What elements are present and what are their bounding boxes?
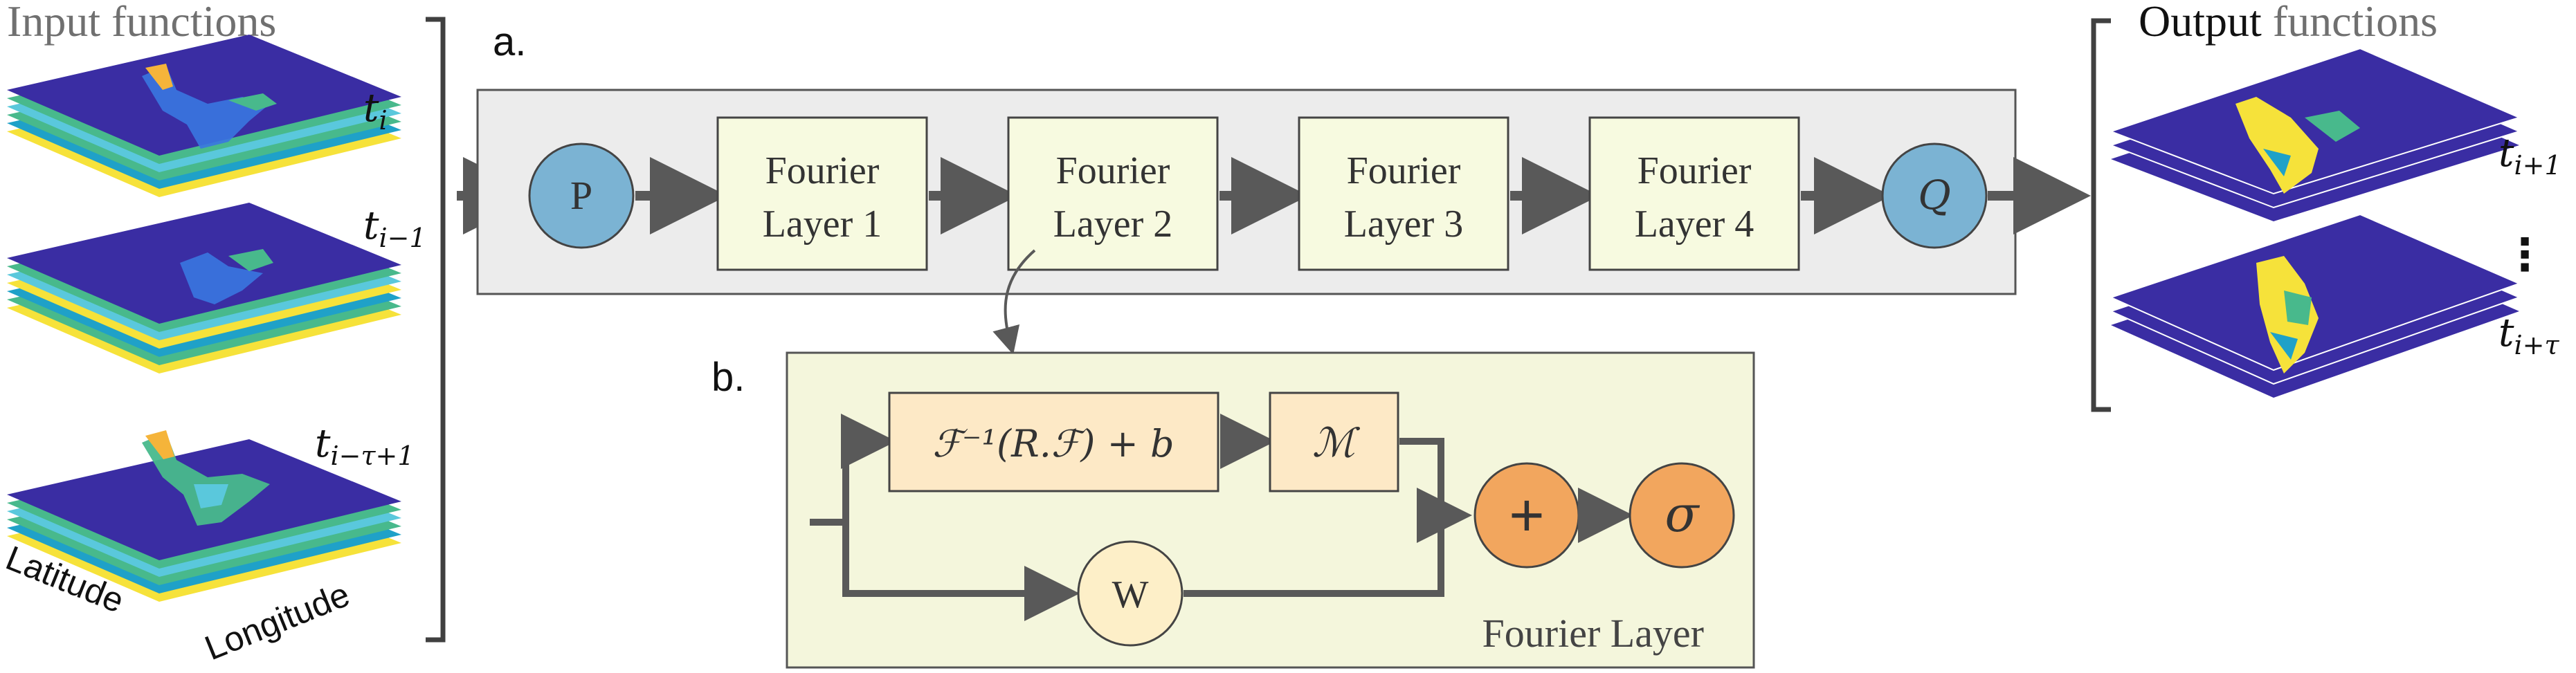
- connector-layer2-to-panel-b: [992, 249, 1036, 355]
- fourier-layer-4: Fourier Layer 4: [1588, 116, 1800, 271]
- svg-text:ti+1: ti+1: [2498, 131, 2561, 181]
- label-t-i: ti: [363, 86, 388, 136]
- node-sigma: σ: [1629, 462, 1735, 569]
- panel-b-label: b.: [711, 355, 745, 400]
- node-q: [1881, 142, 1988, 249]
- output-functions: Output functions ti+1 ⋮ ti+τ: [2091, 0, 2561, 412]
- panel-b-caption: Fourier Layer: [1482, 611, 1704, 656]
- svg-text:W: W: [1112, 573, 1149, 616]
- svg-text:Fourier: Fourier: [765, 149, 880, 192]
- label-t-i-minus-tau-plus-1: ti−τ+1: [315, 421, 415, 471]
- node-plus: +: [1473, 462, 1580, 569]
- arrow-w-to-plus: [1183, 517, 1444, 597]
- node-p-label: P: [570, 173, 592, 218]
- svg-text:Fourier: Fourier: [1056, 149, 1170, 192]
- spectral-operator-box: ℱ⁻¹(R.ℱ) + b: [888, 391, 1219, 492]
- panel-a-label: a.: [493, 19, 526, 64]
- output-bracket: [2091, 18, 2111, 412]
- panel-a: a. P Fourier Layer 1 Fourier Layer 2 Fou…: [476, 19, 2017, 295]
- svg-text:ti−τ+1: ti−τ+1: [315, 421, 415, 471]
- svg-text:σ: σ: [1665, 485, 1700, 543]
- svg-text:ti+τ: ti+τ: [2498, 311, 2560, 360]
- input-stack-t-i-minus-tau-plus-1: [7, 430, 401, 602]
- label-t-i-plus-1: ti+1: [2498, 131, 2561, 181]
- m-operator-box: ℳ: [1269, 391, 1399, 492]
- output-functions-title: Output functions: [2139, 0, 2438, 46]
- axis-longitude: Longitude: [199, 575, 355, 667]
- node-p: [528, 142, 635, 249]
- svg-text:Fourier: Fourier: [1347, 149, 1461, 192]
- fourier-layer-1: Fourier Layer 1: [716, 116, 928, 271]
- arrow-m-to-plus: [1399, 438, 1472, 543]
- input-bracket: [426, 17, 446, 643]
- panel-b: b. ℱ⁻¹(R.ℱ) + b ℳ W + σ Fouri: [711, 351, 1755, 669]
- svg-text:ti: ti: [363, 86, 388, 136]
- input-functions-title: Input functions: [7, 0, 276, 46]
- node-w: W: [1077, 540, 1183, 647]
- svg-text:ti−1: ti−1: [363, 203, 426, 253]
- svg-text:ℱ⁻¹(R.ℱ) + b: ℱ⁻¹(R.ℱ) + b: [932, 422, 1174, 465]
- output-stack-t-i-plus-tau: [2109, 213, 2521, 398]
- svg-text:Layer 2: Layer 2: [1053, 203, 1173, 246]
- svg-text:Layer 3: Layer 3: [1344, 203, 1464, 246]
- input-stack-t-i: [7, 35, 401, 197]
- svg-text:Layer 1: Layer 1: [763, 203, 882, 246]
- svg-text:Layer 4: Layer 4: [1635, 203, 1754, 246]
- fourier-layer-2: Fourier Layer 2: [1007, 116, 1219, 271]
- output-ellipsis: ⋮: [2503, 230, 2547, 279]
- svg-text:ℳ: ℳ: [1312, 419, 1361, 466]
- svg-text:Fourier: Fourier: [1638, 149, 1752, 192]
- label-t-i-minus-1: ti−1: [363, 203, 426, 253]
- input-functions: Input functions ti: [1, 0, 446, 667]
- branch-upper: [841, 414, 896, 522]
- label-t-i-plus-tau: ti+τ: [2498, 311, 2560, 360]
- input-map-top: [7, 35, 401, 156]
- svg-text:+: +: [1509, 481, 1544, 549]
- branch-lower: [842, 522, 1080, 621]
- node-q-label: Q: [1918, 172, 1951, 219]
- output-stack-t-i-plus-1: [2109, 47, 2521, 221]
- fourier-layer-3: Fourier Layer 3: [1298, 116, 1509, 271]
- input-stack-t-i-minus-1: [7, 203, 401, 374]
